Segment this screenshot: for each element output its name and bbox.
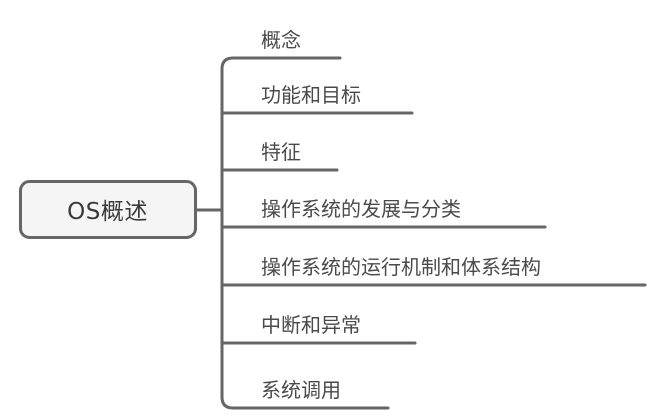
branch-underline (220, 395, 390, 410)
connector-group (194, 56, 647, 410)
branch-label[interactable]: 功能和目标 (261, 83, 361, 107)
branch-label[interactable]: 特征 (261, 140, 301, 164)
branch-label[interactable]: 中断和异常 (261, 313, 361, 337)
branch-label[interactable]: 操作系统的发展与分类 (261, 197, 461, 221)
root-node-rect[interactable] (19, 180, 197, 239)
root-node-label[interactable]: OS概述 (67, 199, 148, 225)
branch-label[interactable]: 操作系统的运行机制和体系结构 (261, 255, 541, 279)
branch-label[interactable]: 系统调用 (261, 378, 341, 402)
branch-underline (220, 56, 342, 71)
root-node-box (19, 180, 197, 239)
branch-label[interactable]: 概念 (261, 28, 301, 52)
